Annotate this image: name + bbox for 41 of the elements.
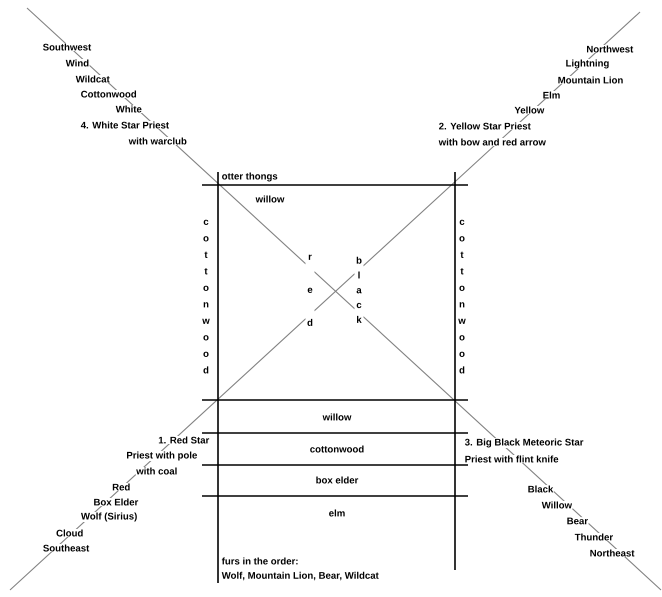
text-label: cottonwood [309,444,365,454]
text-label: with warclub [128,136,188,146]
text-label: with bow and red arrow [438,138,546,146]
text-label: black [354,256,364,324]
text-label: Southwest [42,42,92,52]
text-label: elm [328,508,346,518]
text-label: White [115,104,142,114]
text-label: Elm [542,91,561,99]
text-label: Wildcat [75,74,110,84]
text-label: red [306,254,314,326]
text-label: 2. Yellow Star Priest [438,122,532,130]
text-label: otter thongs [221,172,278,182]
text-label: Lightning [565,59,610,69]
text-label: Bear [566,517,589,525]
text-label: cottonwood [458,219,466,374]
text-label: Willow [541,500,572,510]
text-label: Wind [65,58,90,68]
text-label: Southeast [42,544,90,552]
text-label: willow [255,194,285,204]
text-label: with coal [136,466,178,476]
text-label: 1. Red Star [158,436,210,444]
text-label: Northeast [589,548,635,558]
text-label: box elder [315,476,359,484]
text-label: Wolf (Sirius) [80,512,138,522]
text-label: willow [322,412,352,422]
text-label: Wolf, Mountain Lion, Bear, Wildcat [221,571,380,581]
text-label: Box Elder [93,498,139,506]
text-label: 3. Big Black Meteoric Star [464,438,584,448]
text-label: Priest with pole [126,451,198,461]
text-label: cottonwood [202,219,210,374]
text-label: Red [112,482,131,492]
text-label: Northwest [586,44,634,54]
text-label: Thunder [574,532,614,542]
text-label: 4. White Star Priest [80,120,170,130]
text-label: Cottonwood [80,90,138,98]
text-label: Yellow [514,106,545,114]
text-label: Mountain Lion [557,76,624,84]
text-label: Black [527,484,554,494]
text-label: furs in the order: [221,556,299,566]
text-label: Cloud [56,528,84,538]
text-label: Priest with flint knife [464,454,560,464]
